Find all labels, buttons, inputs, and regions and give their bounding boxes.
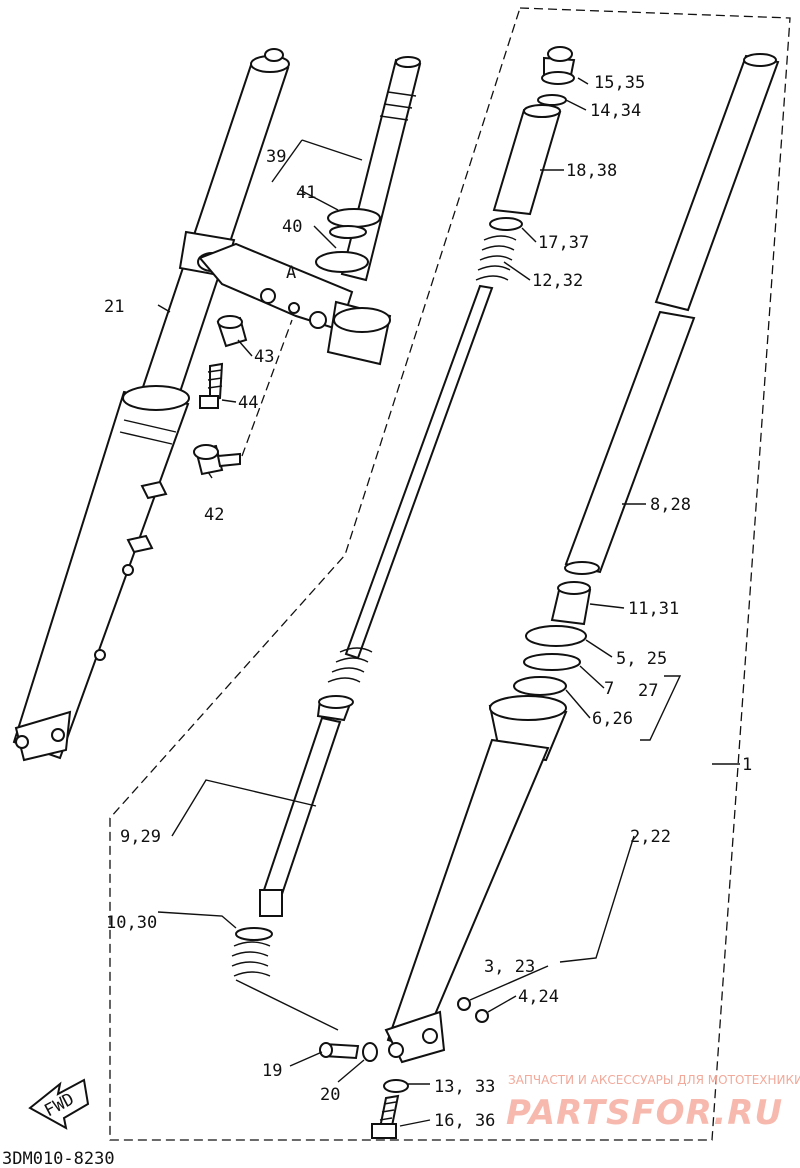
o-ring-14 bbox=[537, 94, 567, 106]
cap-bolt-15 bbox=[541, 46, 576, 85]
callout-9-29: 9,29 bbox=[120, 827, 161, 847]
watermark-caption: ЗАПЧАСТИ И АКСЕССУАРЫ ДЛЯ МОТОТЕХНИКИ bbox=[508, 1073, 800, 1087]
callout-44: 44 bbox=[238, 393, 258, 413]
washer-20 bbox=[362, 1042, 378, 1062]
rebound-spring-10 bbox=[231, 927, 273, 977]
bolt-19 bbox=[319, 1042, 360, 1060]
callout-5-25: 5, 25 bbox=[616, 649, 667, 669]
callout-14-34: 14,34 bbox=[590, 101, 641, 121]
callout-7: 7 bbox=[604, 679, 614, 699]
callout-18-38: 18,38 bbox=[566, 161, 617, 181]
callout-10-30: 10,30 bbox=[106, 913, 157, 933]
screw-44 bbox=[199, 362, 224, 409]
callout-3-23: 3, 23 bbox=[484, 957, 535, 977]
callout-42: 42 bbox=[204, 505, 224, 525]
watermark-brand: PARTSFOR.RU bbox=[506, 1093, 783, 1133]
oil-seal-6 bbox=[513, 676, 567, 696]
callout-1: 1 bbox=[742, 755, 752, 775]
washer-17 bbox=[489, 217, 523, 231]
spacer-18 bbox=[492, 104, 562, 216]
callout-27: 27 bbox=[638, 681, 658, 701]
callout-40: 40 bbox=[282, 217, 302, 237]
washer-13 bbox=[383, 1079, 409, 1093]
clip-7 bbox=[523, 653, 581, 671]
drain-screw-4 bbox=[475, 1009, 489, 1023]
callout-43: 43 bbox=[254, 347, 274, 367]
damper-rod-9 bbox=[259, 695, 354, 917]
inner-tube-8 bbox=[564, 53, 780, 575]
fork-spring-long bbox=[327, 284, 494, 683]
assembly-dashed-outline bbox=[109, 7, 791, 1141]
callout-12-32: 12,32 bbox=[532, 271, 583, 291]
leader-lines bbox=[157, 77, 740, 1127]
fork-spring-12 bbox=[475, 235, 517, 281]
dust-seal-5 bbox=[525, 625, 587, 647]
callout-13-33: 13, 33 bbox=[434, 1077, 495, 1097]
fwd-arrow-icon: FWD bbox=[28, 1078, 90, 1130]
callout-8-28: 8,28 bbox=[650, 495, 691, 515]
callout-2-22: 2,22 bbox=[630, 827, 671, 847]
diagram-code: 3DM010-8230 bbox=[2, 1149, 115, 1168]
callout-15-35: 15,35 bbox=[594, 73, 645, 93]
callout-21: 21 bbox=[104, 297, 124, 317]
callout-17-37: 17,37 bbox=[538, 233, 589, 253]
washer-3 bbox=[457, 997, 471, 1011]
callout-11-31: 11,31 bbox=[628, 599, 679, 619]
bolt-43 bbox=[216, 315, 248, 348]
bolt-16 bbox=[371, 1094, 400, 1139]
callout-16-36: 16, 36 bbox=[434, 1111, 495, 1131]
slide-bushing-11 bbox=[550, 581, 592, 626]
callout-39: 39 bbox=[266, 147, 286, 167]
outer-tube-2 bbox=[384, 695, 568, 1064]
bolt-42 bbox=[193, 444, 241, 476]
callout-6-26: 6,26 bbox=[592, 709, 633, 729]
callout-4-24: 4,24 bbox=[518, 987, 559, 1007]
callout-41: 41 bbox=[296, 183, 316, 203]
callout-20: 20 bbox=[320, 1085, 340, 1105]
callout-19: 19 bbox=[262, 1061, 282, 1081]
steering-stem-assembly bbox=[198, 56, 422, 366]
callout-labels: 15,35 14,34 18,38 17,37 12,32 39 41 40 2… bbox=[104, 73, 752, 1131]
label-a: A bbox=[286, 263, 296, 283]
